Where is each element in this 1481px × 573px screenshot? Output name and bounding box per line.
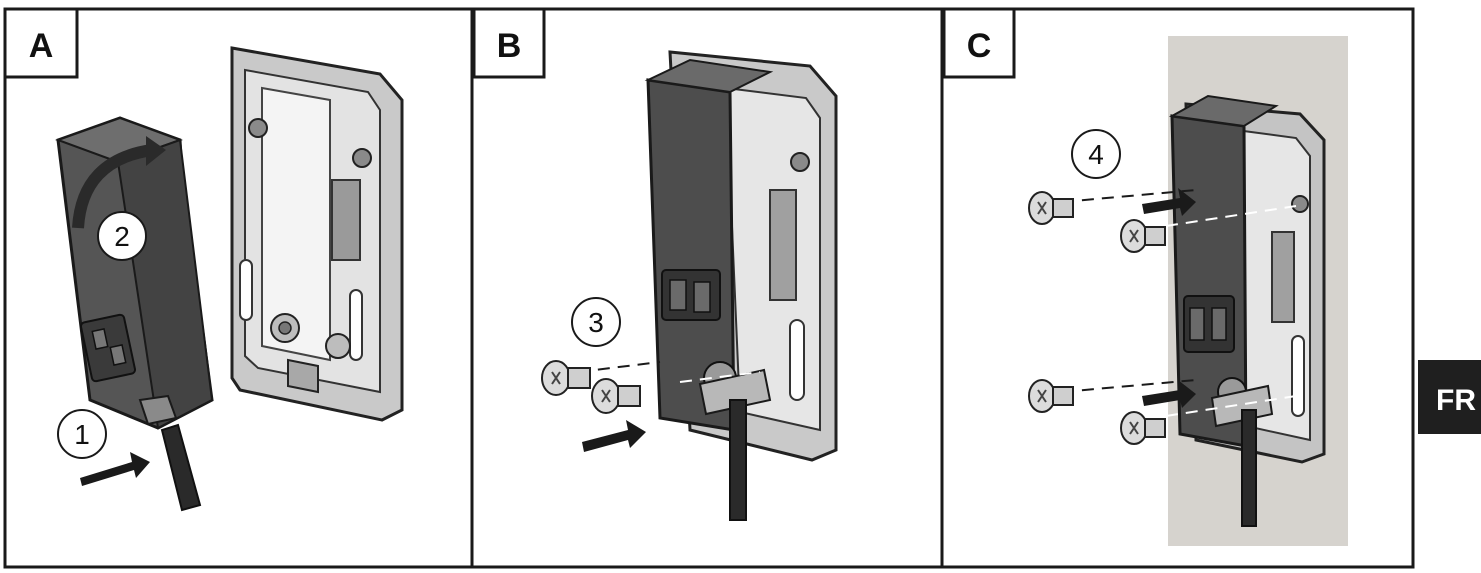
rotate-arrow-head xyxy=(146,136,166,166)
sensor-housing xyxy=(644,58,774,432)
panel-label-box xyxy=(3,7,79,79)
guide-line xyxy=(1165,395,1297,417)
push-arrow-icon xyxy=(1142,380,1196,408)
panel-label: B xyxy=(497,27,522,65)
step-callout-4: 4 xyxy=(1071,129,1121,179)
push-arrow-icon xyxy=(1142,188,1196,216)
panel-label: A xyxy=(29,27,54,65)
sensor-cable xyxy=(1241,409,1257,527)
language-tab-label: FR xyxy=(1436,384,1476,417)
guide-line xyxy=(1061,379,1197,393)
step-number: 1 xyxy=(74,419,90,450)
language-tab-bg xyxy=(1418,360,1481,434)
panel-label-box xyxy=(472,7,546,79)
panel-label-box xyxy=(942,7,1016,79)
rotate-arrow-icon xyxy=(72,144,153,229)
screw-icon xyxy=(541,360,591,396)
step-number: 4 xyxy=(1088,139,1104,170)
step-number: 2 xyxy=(114,221,130,252)
panel-b: B xyxy=(472,7,838,521)
panel-c: C xyxy=(942,7,1348,546)
sensor-housing xyxy=(55,116,214,430)
guide-line xyxy=(679,371,761,383)
guide-line xyxy=(577,361,661,373)
screw-icon xyxy=(1120,411,1166,445)
step-number: 3 xyxy=(588,307,604,338)
screw-icon xyxy=(1028,191,1074,225)
screw-icon xyxy=(1120,219,1166,253)
panel-label: C xyxy=(967,27,992,65)
sensor-cable xyxy=(729,399,747,521)
guide-line xyxy=(1061,189,1197,203)
step-callout-3: 3 xyxy=(571,297,621,347)
screw-icon xyxy=(1028,379,1074,413)
panel-a: A xyxy=(3,7,404,512)
sensor-cable xyxy=(160,423,202,512)
mounting-bracket xyxy=(230,46,404,422)
push-arrow-icon xyxy=(582,420,646,452)
push-arrow-icon xyxy=(80,452,150,486)
step-callout-1: 1 xyxy=(57,409,107,459)
screw-icon xyxy=(591,378,641,414)
language-tab: FR xyxy=(1418,360,1481,434)
step-callout-2: 2 xyxy=(97,211,147,261)
guide-line xyxy=(1165,205,1297,227)
